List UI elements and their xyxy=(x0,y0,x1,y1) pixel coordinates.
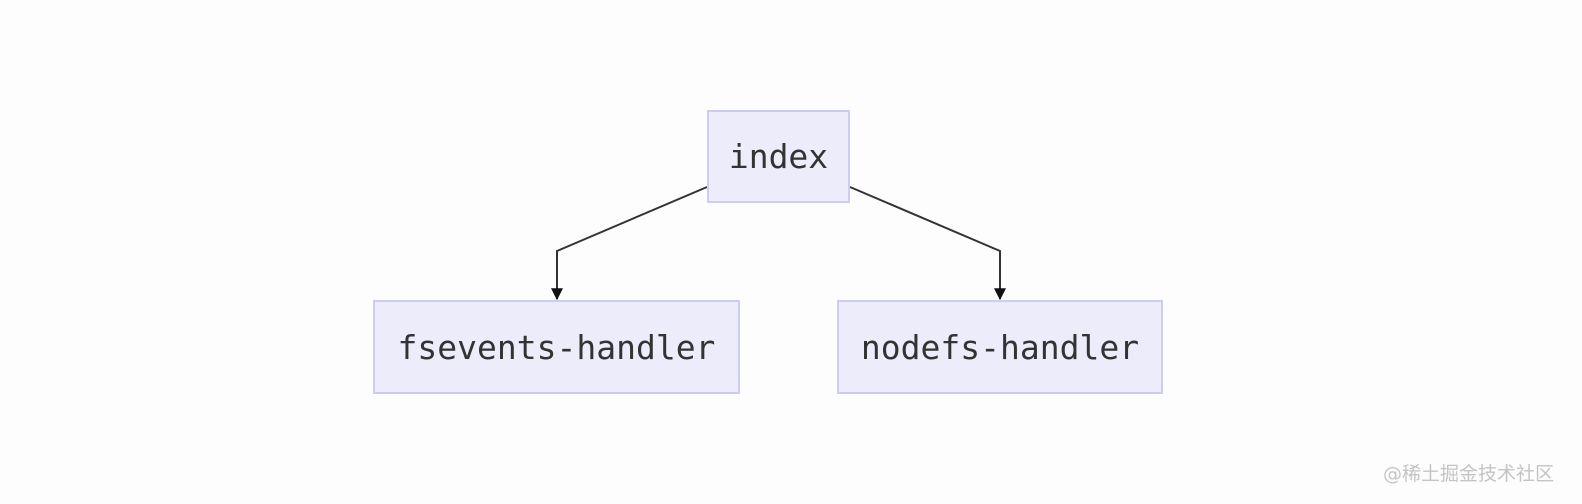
edge-index-to-nodefs-handler xyxy=(849,186,1006,301)
node-nodefs-handler-label: nodefs-handler xyxy=(860,327,1140,367)
node-index[interactable]: index xyxy=(707,110,850,203)
node-index-label: index xyxy=(728,137,829,176)
node-fsevents-handler[interactable]: fsevents-handler xyxy=(373,300,740,394)
watermark: @稀土掘金技术社区 xyxy=(1382,463,1554,485)
node-fsevents-handler-label: fsevents-handler xyxy=(397,327,716,367)
edge-index-to-fsevents-handler xyxy=(551,186,708,301)
node-nodefs-handler[interactable]: nodefs-handler xyxy=(837,300,1163,394)
